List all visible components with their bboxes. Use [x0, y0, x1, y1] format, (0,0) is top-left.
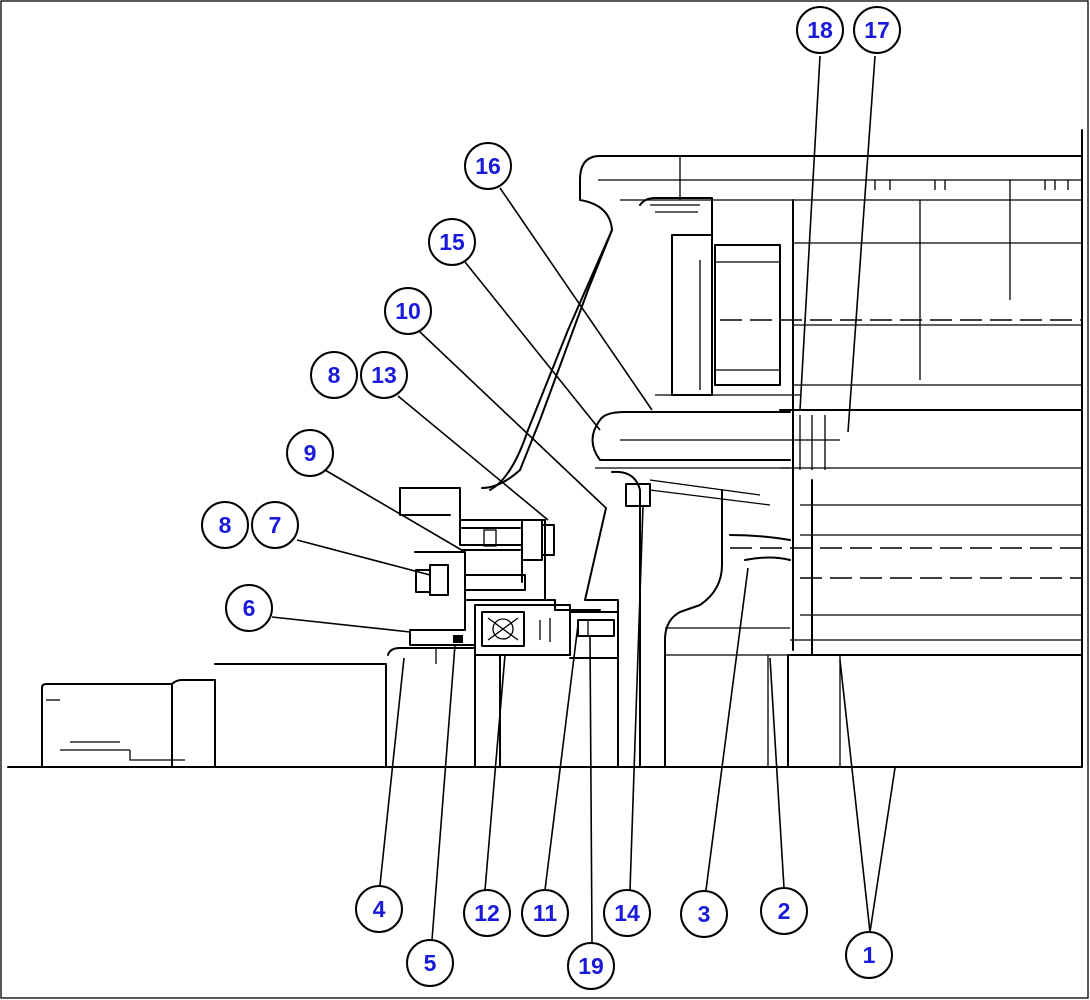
callout-18: 18 [796, 6, 844, 54]
callout-8-upper: 8 [310, 351, 358, 399]
mechanical-section [7, 129, 1083, 768]
callout-label: 8 [219, 512, 232, 538]
callout-7: 7 [251, 501, 299, 549]
callout-6: 6 [225, 584, 273, 632]
callout-10: 10 [384, 287, 432, 335]
callout-label: 10 [395, 298, 421, 324]
callout-19: 19 [567, 942, 615, 990]
callout-12: 12 [463, 889, 511, 937]
callout-label: 15 [439, 229, 465, 255]
callout-17: 17 [853, 6, 901, 54]
callout-label: 16 [475, 153, 501, 179]
callout-5: 5 [406, 939, 454, 987]
callout-label: 8 [328, 362, 341, 388]
callout-16: 16 [464, 142, 512, 190]
callout-9: 9 [286, 429, 334, 477]
callout-label: 17 [864, 17, 890, 43]
callout-label: 9 [304, 440, 317, 466]
callout-label: 18 [807, 17, 833, 43]
callout-2: 2 [760, 887, 808, 935]
callout-leaders [271, 55, 896, 944]
callout-label: 19 [578, 953, 604, 979]
callout-label: 11 [533, 900, 558, 926]
callout-label: 5 [424, 950, 437, 976]
callout-15: 15 [428, 218, 476, 266]
callout-label: 7 [269, 512, 282, 538]
callout-1: 1 [845, 931, 893, 979]
callout-label: 12 [474, 900, 500, 926]
callout-8-lower: 8 [201, 501, 249, 549]
callout-13: 13 [360, 351, 408, 399]
callout-14: 14 [603, 889, 651, 937]
callout-11: 11 [521, 889, 569, 937]
callout-4: 4 [355, 885, 403, 933]
callout-label: 4 [373, 896, 386, 922]
callout-3: 3 [680, 890, 728, 938]
callout-label: 2 [778, 898, 791, 924]
callout-label: 6 [243, 595, 256, 621]
callout-label: 3 [698, 901, 711, 927]
callout-label: 13 [371, 362, 397, 388]
callout-label: 1 [863, 942, 876, 968]
callout-label: 14 [614, 900, 640, 926]
